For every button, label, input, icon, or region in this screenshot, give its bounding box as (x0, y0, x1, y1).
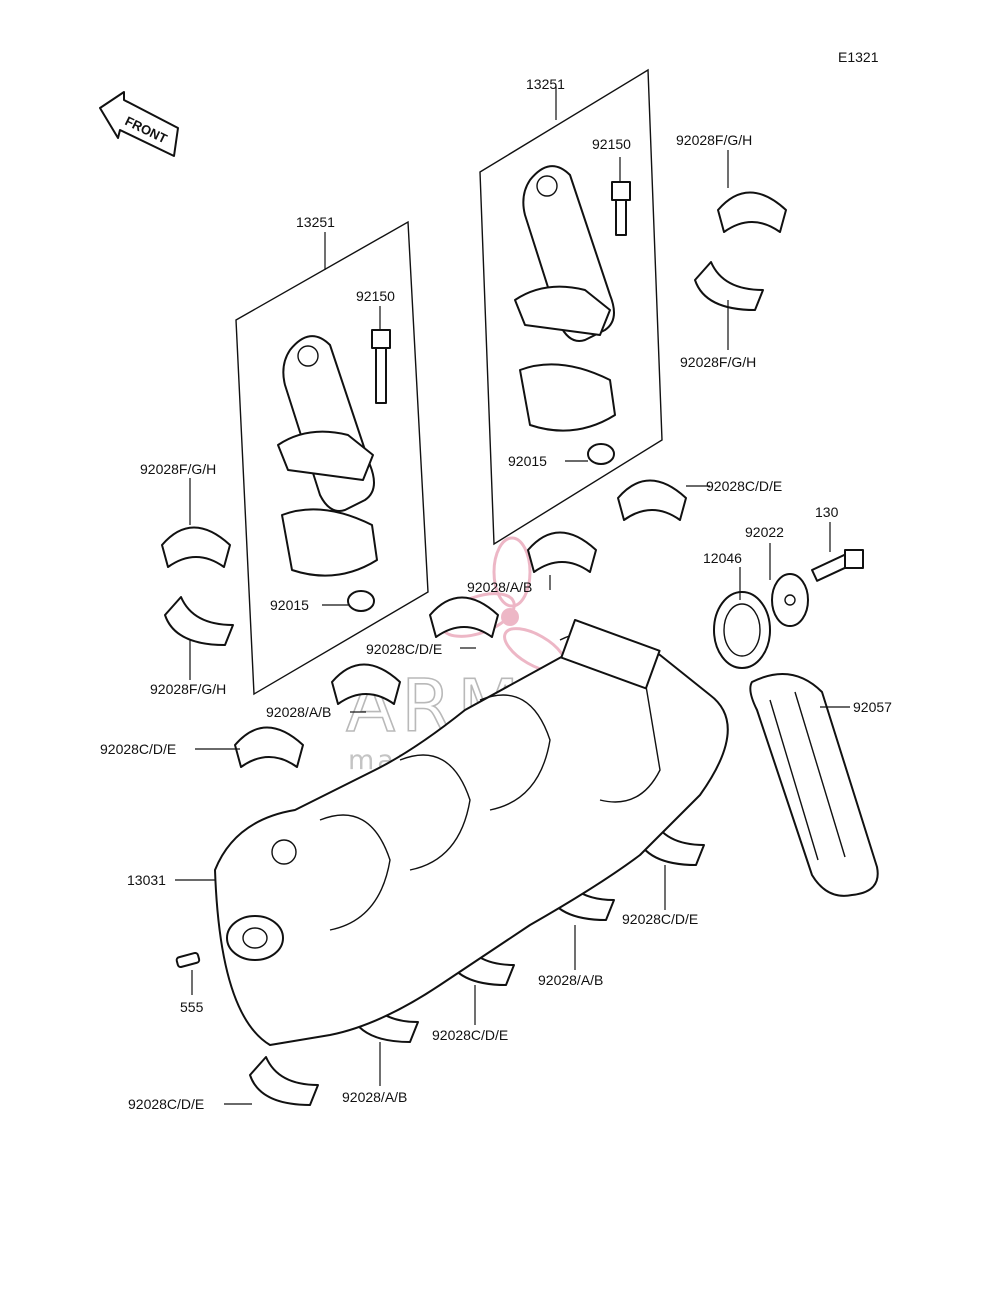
bearing-shell-icon (617, 479, 687, 521)
label-washer: 92022 (745, 524, 784, 540)
bearing-shell-icon (331, 663, 401, 705)
label-pin: 555 (180, 999, 204, 1015)
bearing-shell-icon (694, 261, 764, 311)
label-main-bearing-ab-lower-right: 92028/A/B (538, 972, 603, 988)
label-bolt-right: 92150 (592, 136, 631, 152)
bearing-shell-icon (527, 531, 597, 573)
label-rod-bearing-top-lower: 92028F/G/H (680, 354, 756, 370)
label-rod-bearing-left-upper: 92028F/G/H (140, 461, 216, 477)
front-arrow-icon: FRONT (99, 91, 179, 157)
label-main-bearing-ab-lower-mid: 92028/A/B (342, 1089, 407, 1105)
label-main-bearing-cde-left: 92028C/D/E (100, 741, 176, 757)
label-main-bearing-ab-center: 92028/A/B (467, 579, 532, 595)
bearing-shell-icon (717, 191, 787, 233)
bearing-shell-icon (249, 1056, 319, 1106)
label-main-bearing-cde-lower-right: 92028C/D/E (622, 911, 698, 927)
label-rod-bearing-top-upper: 92028F/G/H (676, 132, 752, 148)
label-rod-assy-left: 13251 (296, 214, 335, 230)
bearing-shell-icon (429, 596, 499, 638)
sprocket-assembly (713, 549, 864, 669)
label-main-bearing-cde-bottom: 92028C/D/E (128, 1096, 204, 1112)
label-nut-left: 92015 (270, 597, 309, 613)
bearing-shell-icon (161, 526, 231, 568)
cam-chain (749, 673, 879, 897)
label-sprocket: 12046 (703, 550, 742, 566)
label-nut-right: 92015 (508, 453, 547, 469)
bearing-shell-icon (234, 726, 304, 768)
label-crankshaft: 13031 (127, 872, 166, 888)
dowel-pin (175, 951, 201, 968)
crankshaft (214, 619, 729, 1046)
connecting-rod-assembly-left (235, 220, 429, 696)
label-main-bearing-right-upper: 92028C/D/E (706, 478, 782, 494)
label-rod-bearing-left-lower: 92028F/G/H (150, 681, 226, 697)
bearing-shells (161, 191, 787, 1106)
leader-lines (175, 150, 850, 1105)
label-main-bearing-cde-center: 92028C/D/E (366, 641, 442, 657)
label-main-bearing-cde-lower-mid: 92028C/D/E (432, 1027, 508, 1043)
label-bolt-130: 130 (815, 504, 839, 520)
part-labels: 13251 13251 92150 92150 92015 92015 9202… (100, 76, 892, 1112)
label-rod-assy-right: 13251 (526, 76, 565, 92)
label-main-bearing-ab-left: 92028/A/B (266, 704, 331, 720)
label-bolt-left: 92150 (356, 288, 395, 304)
connecting-rod-assembly-right (479, 68, 663, 546)
bearing-shell-icon (164, 596, 234, 646)
label-chain: 92057 (853, 699, 892, 715)
diagram-code: E1321 (838, 49, 879, 65)
